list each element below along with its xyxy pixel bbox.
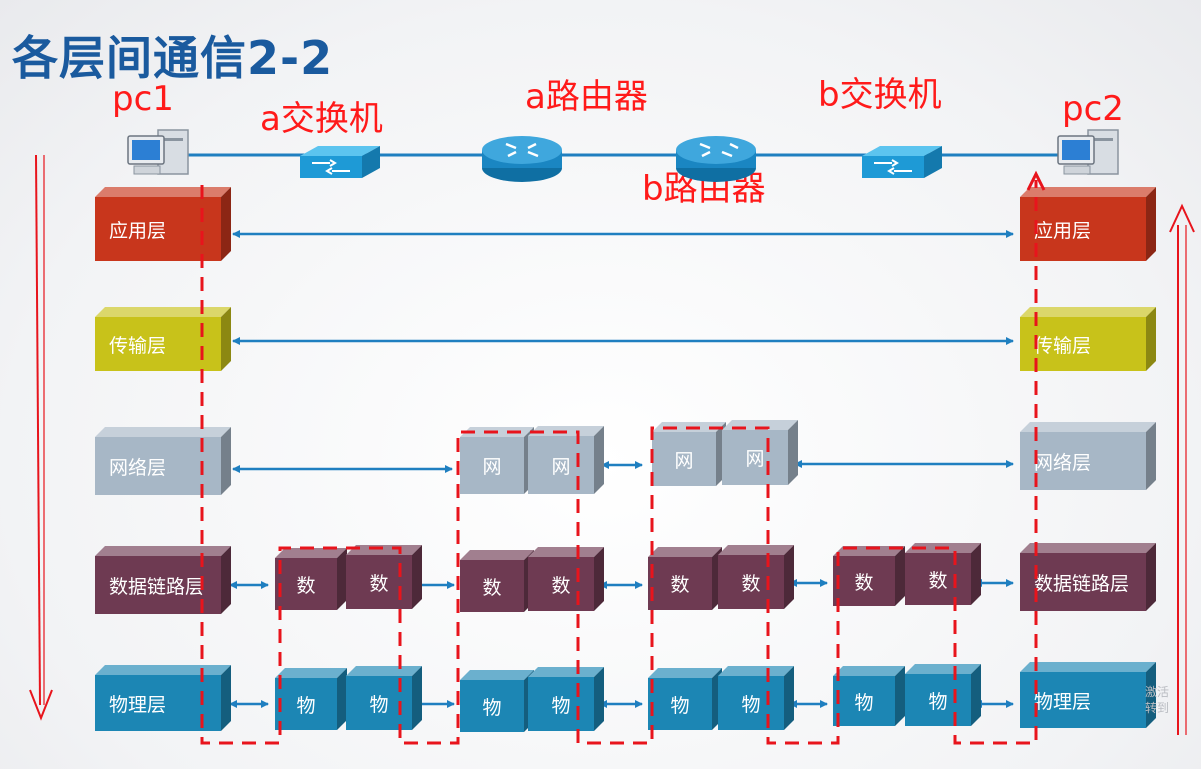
router-b-datalink-in: 数 xyxy=(648,547,722,610)
pc1-physical-layer: 物理层 xyxy=(95,665,231,731)
pc1-network-layer-label: 网络层 xyxy=(109,456,167,479)
router-a-physical-in-label: 物 xyxy=(482,696,502,719)
switch-b-physical-out-label: 物 xyxy=(928,690,948,713)
router-a-datalink-in: 数 xyxy=(460,550,534,612)
switch-b-physical-in: 物 xyxy=(833,666,905,726)
pc2-physical-layer-label: 物理层 xyxy=(1034,690,1092,713)
pc2-transport-layer-label: 传输层 xyxy=(1034,334,1092,357)
router-a-icon xyxy=(482,136,562,182)
pc1-transport-layer-label: 传输层 xyxy=(109,334,167,357)
switch-a-physical-in-label: 物 xyxy=(296,694,316,717)
pc2-network-layer: 网络层 xyxy=(1020,422,1156,490)
router-b-datalink-out-label: 数 xyxy=(741,572,761,595)
router-b-physical-out-label: 物 xyxy=(741,693,761,716)
pc2-datalink-layer-label: 数据链路层 xyxy=(1034,572,1130,595)
switch-b-label: b交换机 xyxy=(818,75,942,115)
switch-b-physical-out: 物 xyxy=(905,664,981,726)
router-b-network-in: 网 xyxy=(652,422,726,486)
pc2-application-layer: 应用层 xyxy=(1020,187,1156,261)
router-a-network-in: 网 xyxy=(460,427,534,494)
pc1-datalink-layer-label: 数据链路层 xyxy=(109,575,205,598)
router-a-datalink-out: 数 xyxy=(528,547,604,611)
pc1-application-layer-label: 应用层 xyxy=(109,219,167,242)
pc1-physical-layer-label: 物理层 xyxy=(109,693,167,716)
page-title: 各层间通信2-2 xyxy=(12,31,334,85)
pc1-label: pc1 xyxy=(112,79,174,119)
router-b-physical-in: 物 xyxy=(648,668,722,730)
router-b-network-in-label: 网 xyxy=(674,449,694,472)
pc1-network-layer: 网络层 xyxy=(95,427,231,495)
pc2-application-layer-label: 应用层 xyxy=(1034,219,1092,242)
pc1-transport-layer: 传输层 xyxy=(95,307,231,371)
down-direction-arrow xyxy=(29,154,53,721)
switch-a-datalink-in-label: 数 xyxy=(296,574,316,597)
pc2-datalink-layer: 数据链路层 xyxy=(1020,543,1156,611)
watermark-line-1: 激活 xyxy=(1144,685,1169,699)
pc2-computer-icon xyxy=(1057,129,1119,175)
pc1-computer-icon xyxy=(127,129,189,175)
router-b-network-out-label: 网 xyxy=(745,448,765,470)
switch-a-datalink-out-label: 数 xyxy=(369,572,389,595)
router-b-icon xyxy=(676,136,756,182)
pc2-network-layer-label: 网络层 xyxy=(1034,451,1092,474)
switch-b-datalink-out: 数 xyxy=(905,543,981,605)
pc1-application-layer: 应用层 xyxy=(95,187,231,261)
switch-a-physical-out-label: 物 xyxy=(369,693,389,716)
switch-b-datalink-out-label: 数 xyxy=(928,569,948,592)
pc1-datalink-layer: 数据链路层 xyxy=(95,546,231,614)
watermark-line-2: 转到 xyxy=(1144,701,1169,715)
router-a-datalink-out-label: 数 xyxy=(551,574,571,597)
switch-a-label: a交换机 xyxy=(260,99,383,139)
up-direction-arrow xyxy=(1169,203,1195,735)
router-b-datalink-in-label: 数 xyxy=(670,574,690,596)
pc2-physical-layer: 物理层 xyxy=(1020,662,1156,728)
router-a-network-out: 网 xyxy=(528,426,604,494)
router-b-physical-out: 物 xyxy=(718,666,794,730)
router-b-network-out: 网 xyxy=(722,420,798,485)
switch-a-datalink-in: 数 xyxy=(275,548,347,610)
switch-a-datalink-out: 数 xyxy=(346,545,422,609)
router-a-physical-out-label: 物 xyxy=(551,694,571,717)
router-a-physical-out: 物 xyxy=(528,667,604,731)
router-a-label: a路由器 xyxy=(525,77,648,117)
router-a-network-out-label: 网 xyxy=(551,455,571,478)
router-b-datalink-out: 数 xyxy=(718,545,794,609)
pc2-label: pc2 xyxy=(1062,89,1124,129)
router-b-physical-in-label: 物 xyxy=(670,694,690,717)
watermark: 激活 转到 xyxy=(1145,684,1169,716)
switch-a-icon xyxy=(300,146,380,178)
router-a-network-in-label: 网 xyxy=(482,456,502,478)
router-a-datalink-in-label: 数 xyxy=(482,576,502,599)
switch-b-datalink-in: 数 xyxy=(833,546,905,606)
router-a-physical-in: 物 xyxy=(460,670,534,732)
switch-b-physical-in-label: 物 xyxy=(854,691,874,714)
switch-a-physical-out: 物 xyxy=(346,666,422,730)
pc2-transport-layer: 传输层 xyxy=(1020,307,1156,371)
switch-a-physical-in: 物 xyxy=(275,668,347,730)
switch-b-datalink-in-label: 数 xyxy=(854,571,874,594)
switch-b-icon xyxy=(862,146,942,178)
